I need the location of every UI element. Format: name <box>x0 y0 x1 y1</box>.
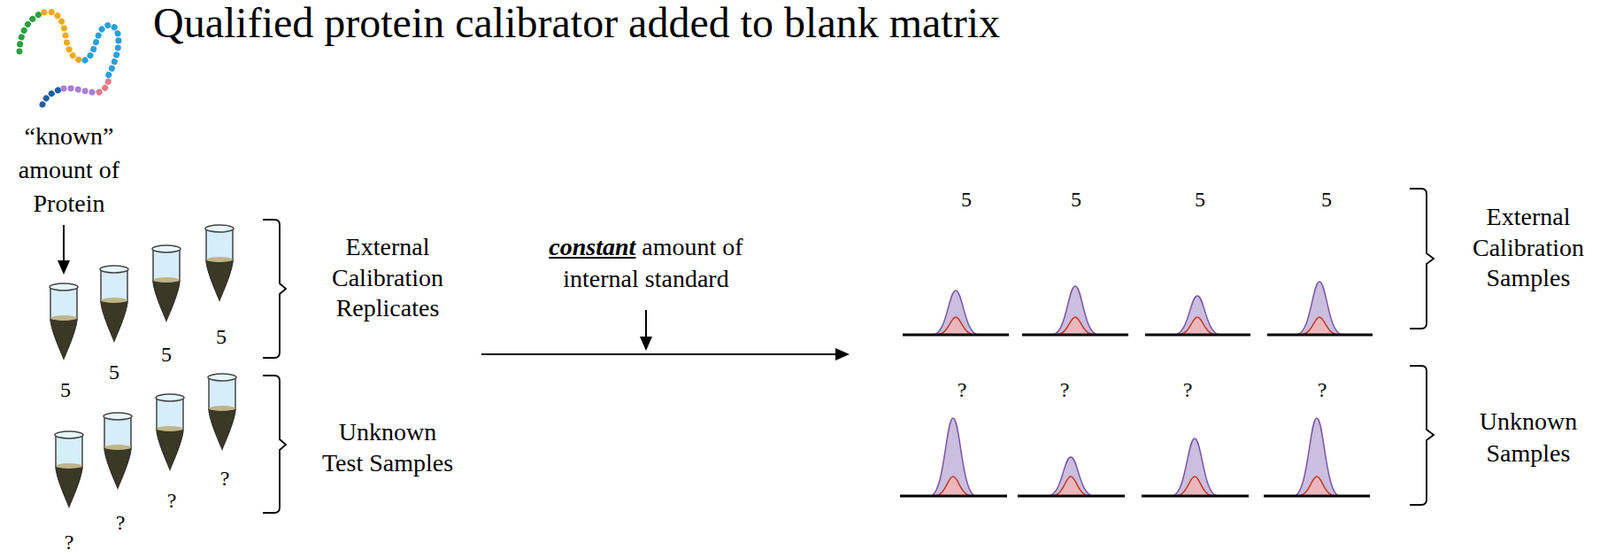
text-holder: ? <box>153 488 190 512</box>
text-holder: “known” amount of Protein <box>7 119 131 221</box>
text-holder: ? <box>207 466 243 490</box>
unknown-mark: ? <box>102 510 139 534</box>
text-holder: 5 <box>96 359 132 385</box>
brackets <box>262 188 1434 513</box>
amount-number: 5 <box>148 341 185 367</box>
text-holder: 5 <box>1182 186 1218 212</box>
unknown-mark: ? <box>51 530 87 554</box>
amount-number: 5 <box>1182 186 1218 212</box>
text-holder: constantamount of internal standard <box>526 230 766 295</box>
text-holder: 5 <box>1058 186 1094 212</box>
amount-number: 5 <box>1058 186 1094 212</box>
text-holder: Unknown Test Samples <box>317 415 458 478</box>
emphasis-word: constant <box>548 232 636 261</box>
protein-label: “known” amount of Protein <box>7 119 131 221</box>
amount-number: 5 <box>47 376 84 402</box>
group-label: Unknown Test Samples <box>317 415 458 478</box>
text-holder: 5 <box>1308 186 1345 212</box>
text-holder: ? <box>944 376 980 402</box>
title: Qualified protein calibrator added to bl… <box>153 0 1000 48</box>
text-holder: Qualified protein calibrator added to bl… <box>153 0 1000 48</box>
text-holder: External Calibration Samples <box>1466 201 1591 294</box>
amount-number: 5 <box>96 359 132 385</box>
text-holder: ? <box>102 510 139 534</box>
unknown-mark: ? <box>1046 376 1083 402</box>
text-holder: 5 <box>203 323 239 349</box>
text-holder: Unknown Samples <box>1466 405 1591 470</box>
group-label: External Calibration Samples <box>1466 201 1591 294</box>
amount-number: 5 <box>1308 186 1345 212</box>
unknown-mark: ? <box>153 488 190 512</box>
unknown-mark: ? <box>207 466 243 490</box>
process-label: constantamount of internal standard <box>526 230 766 295</box>
chromatogram-peaks <box>900 281 1373 496</box>
down-arrow <box>62 224 65 273</box>
process-arrow <box>481 353 848 355</box>
amount-number: 5 <box>948 186 985 212</box>
text-holder: 5 <box>948 186 985 212</box>
text-holder: 5 <box>148 341 185 367</box>
down-arrow <box>645 309 647 349</box>
amount-number: 5 <box>203 323 239 349</box>
unknown-mark: ? <box>944 376 980 402</box>
group-label: External Calibration Replicates <box>325 231 450 324</box>
text-holder: ? <box>1304 376 1340 402</box>
text-holder: External Calibration Replicates <box>325 231 450 324</box>
text-holder: 5 <box>47 376 84 402</box>
text-holder: ? <box>1046 376 1083 402</box>
text-holder: ? <box>51 530 87 554</box>
unknown-mark: ? <box>1169 376 1206 402</box>
unknown-mark: ? <box>1304 376 1340 402</box>
text-holder: ? <box>1169 376 1206 402</box>
protein-chain <box>19 11 119 105</box>
tubes <box>49 224 237 507</box>
group-label: Unknown Samples <box>1466 405 1591 470</box>
